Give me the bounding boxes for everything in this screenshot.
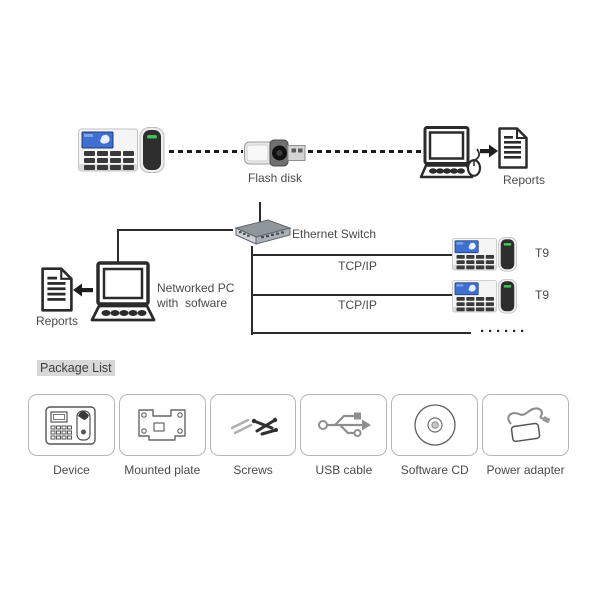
- package-item-label: Device: [53, 463, 90, 477]
- package-item-label: Screws: [233, 463, 273, 477]
- usb-cable-icon: [314, 403, 374, 447]
- ethernet-switch-icon: [228, 202, 294, 248]
- tcp-ip-label: TCP/IP: [338, 298, 377, 312]
- package-item-label: Software CD: [400, 463, 469, 477]
- mouse-icon: [465, 147, 485, 177]
- package-item-label: Power adapter: [486, 463, 565, 477]
- package-item: Device: [28, 394, 115, 477]
- tcp-line-1: [250, 254, 457, 257]
- power-adapter-icon: [496, 403, 556, 447]
- t9-device-icon: [452, 279, 518, 314]
- package-box: [28, 394, 115, 456]
- dashed-link-flashdisk-pc: [308, 150, 422, 153]
- networked-pc-caption: Networked PC with sofware: [157, 281, 234, 311]
- t9-label: T9: [535, 288, 550, 302]
- reports-label: Reports: [35, 314, 79, 328]
- flash-disk-label: Flash disk: [247, 171, 303, 185]
- screws-icon: [225, 403, 281, 447]
- software-cd-icon: [405, 403, 465, 447]
- networked-pc-icon: [88, 261, 156, 325]
- package-box: [118, 394, 206, 456]
- package-item: Screws: [209, 394, 297, 477]
- package-item-label: USB cable: [315, 463, 373, 477]
- tcp-line-3: [250, 332, 471, 335]
- package-item: Power adapter: [482, 394, 569, 477]
- package-box: [300, 394, 388, 456]
- networked-pc-caption-line1: Networked PC: [157, 281, 235, 295]
- package-item: Software CD: [391, 394, 479, 477]
- networked-pc-caption-line2: with sofware: [157, 296, 228, 310]
- package-box: [391, 394, 479, 456]
- reports-document-icon: [498, 127, 528, 169]
- device-icon: [44, 403, 98, 447]
- package-list: Device Mounted plate: [28, 394, 569, 477]
- reports-document-icon: [41, 267, 73, 312]
- dashed-link-device-flashdisk: [169, 150, 243, 153]
- t9-label: T9: [535, 246, 550, 260]
- switch-trunk-line: [250, 246, 253, 335]
- package-item: Mounted plate: [118, 394, 206, 477]
- more-devices-dots: ······: [480, 323, 528, 340]
- tcp-ip-label: TCP/IP: [338, 259, 377, 273]
- package-list-title: Package List: [37, 360, 115, 376]
- package-item: USB cable: [300, 394, 388, 477]
- package-item-label: Mounted plate: [124, 463, 201, 477]
- t9-device-icon: [452, 237, 518, 272]
- reports-label: Reports: [502, 173, 546, 187]
- package-box: [482, 394, 569, 456]
- ethernet-switch-label: Ethernet Switch: [292, 227, 377, 241]
- arrow-right-icon: [480, 144, 498, 158]
- switch-to-pc-line-h: [117, 229, 233, 232]
- laptop-icon: [419, 126, 475, 180]
- attendance-device-icon: [78, 127, 166, 173]
- switch-to-pc-line-v: [117, 229, 120, 266]
- arrow-left-icon: [73, 283, 93, 297]
- tcp-line-2: [250, 294, 455, 297]
- flash-disk-icon: [244, 139, 306, 167]
- mounted-plate-icon: [132, 403, 192, 447]
- package-box: [209, 394, 297, 456]
